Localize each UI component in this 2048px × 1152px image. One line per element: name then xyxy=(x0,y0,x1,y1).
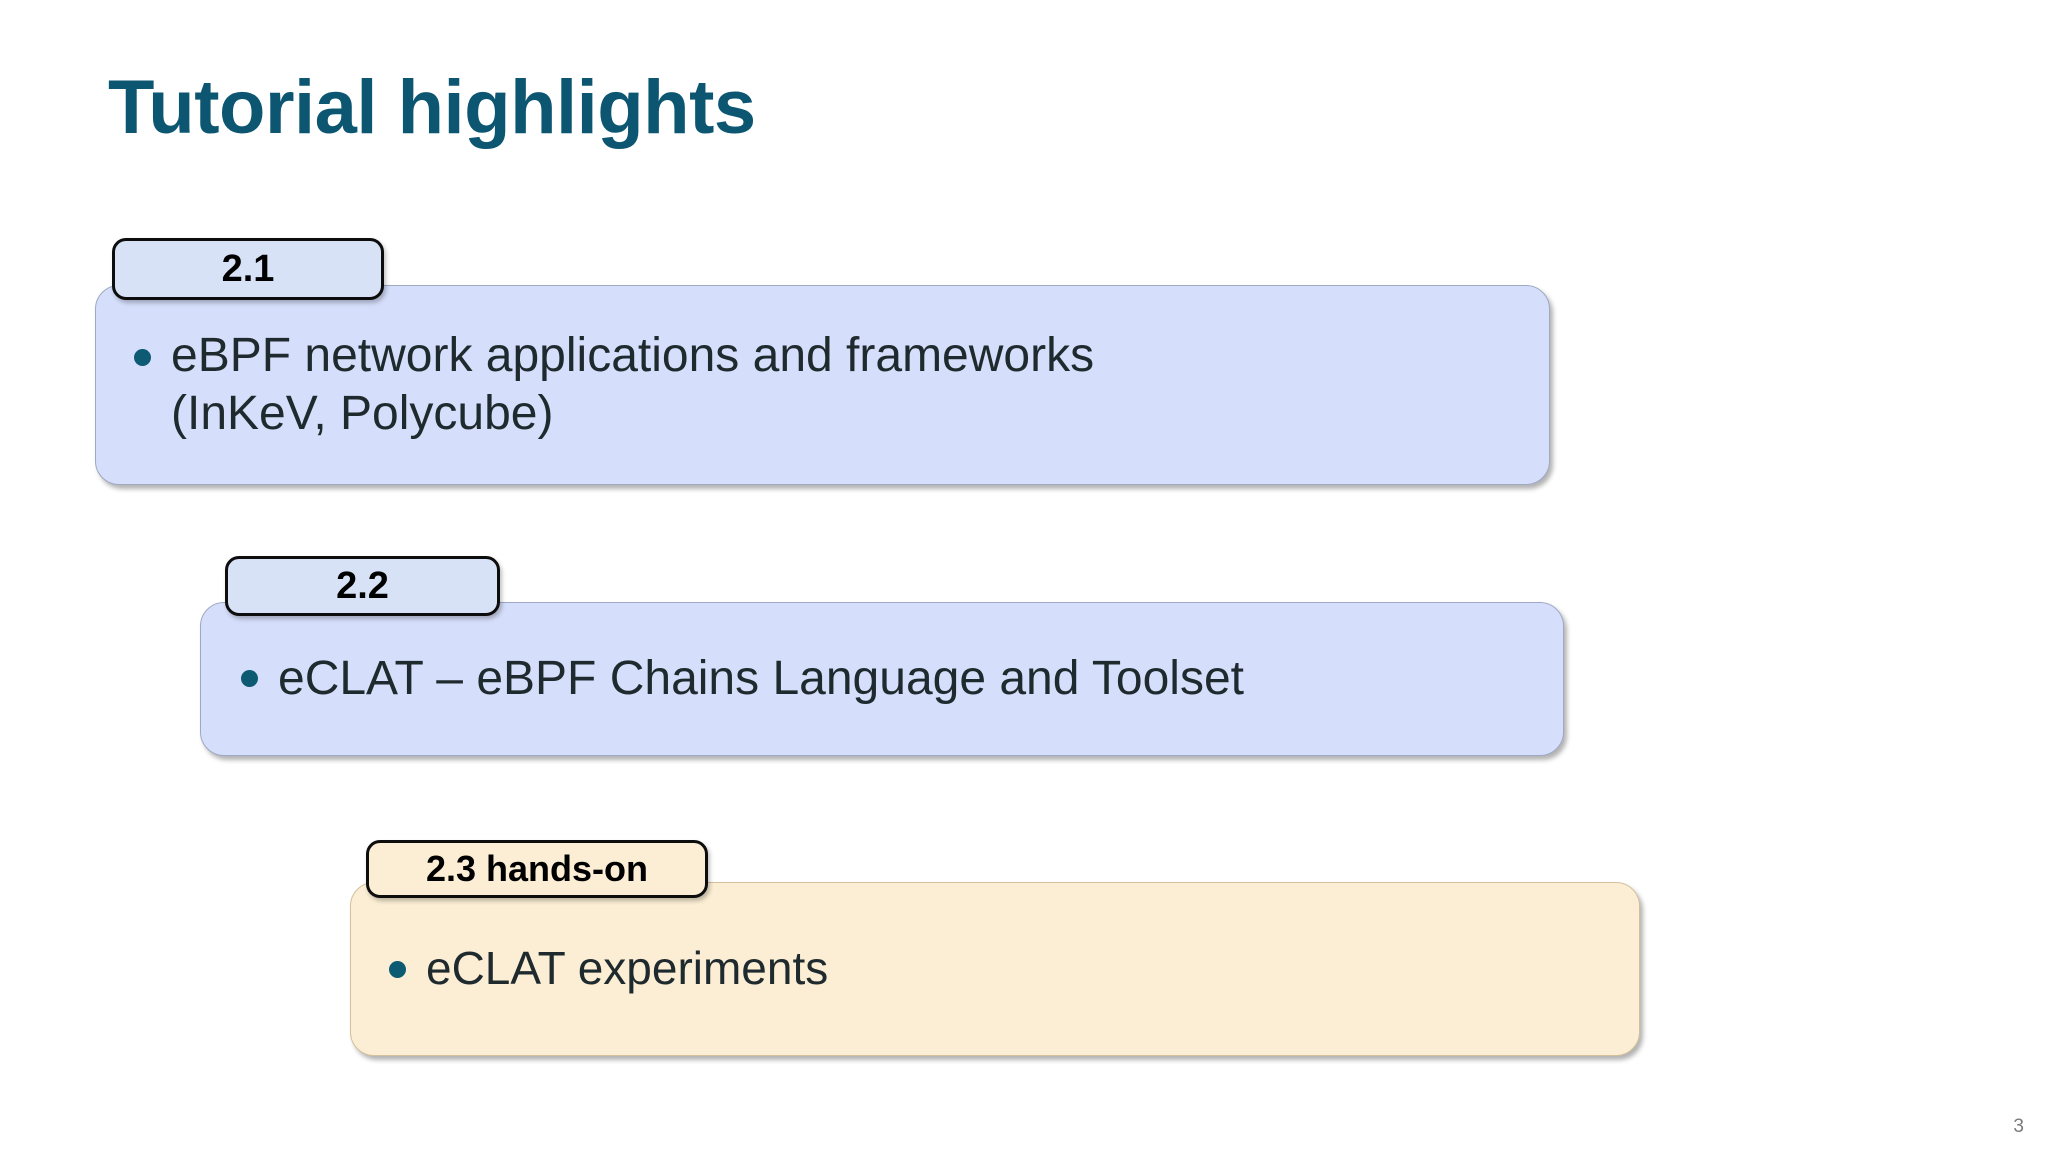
bullet-dot-icon xyxy=(389,960,406,978)
callout-tab-2-3[interactable]: 2.3 hands-on xyxy=(366,840,708,898)
callout-tab-label-2-3: 2.3 hands-on xyxy=(425,848,649,889)
bullet-dot-icon xyxy=(134,348,151,366)
bullet-dot-icon xyxy=(241,670,258,688)
callout-tab-label-2-1: 2.1 xyxy=(221,247,275,290)
callout-tab-2-1[interactable]: 2.1 xyxy=(112,238,384,300)
callout-body-2-1: eBPF network applications and frameworks… xyxy=(95,285,1550,485)
callout-text-2-1: eBPF network applications and frameworks… xyxy=(171,328,1095,440)
callout-body-2-2: eCLAT – eBPF Chains Language and Toolset xyxy=(200,602,1564,756)
page-title: Tutorial highlights xyxy=(108,65,756,150)
callout-text-2-2: eCLAT – eBPF Chains Language and Toolset xyxy=(278,651,1244,705)
page-number: 3 xyxy=(2013,1116,2024,1137)
callout-body-2-3: eCLAT experiments xyxy=(350,882,1640,1056)
callout-tab-label-2-2: 2.2 xyxy=(336,564,389,607)
callout-text-2-3: eCLAT experiments xyxy=(426,942,829,995)
callout-tab-2-2[interactable]: 2.2 xyxy=(225,556,500,616)
